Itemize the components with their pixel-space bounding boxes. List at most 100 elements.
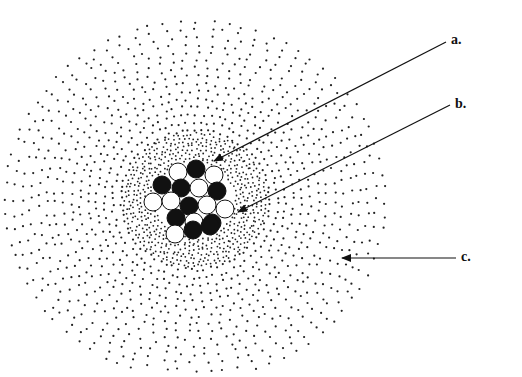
electron-dot — [161, 23, 163, 25]
electron-dot — [325, 136, 327, 138]
electron-dot — [232, 142, 234, 144]
electron-dot — [345, 263, 347, 265]
electron-dot — [108, 95, 110, 97]
electron-dot — [340, 216, 342, 218]
electron-dot — [175, 155, 177, 157]
electron-dot — [168, 93, 170, 95]
electron-dot — [15, 254, 17, 256]
electron-dot — [85, 83, 87, 85]
electron-dot — [168, 248, 170, 250]
electron-dot — [199, 337, 201, 339]
electron-dot — [219, 138, 221, 140]
electron-dot — [227, 150, 229, 152]
electron-dot — [202, 243, 204, 245]
electron-dot — [148, 163, 150, 165]
electron-dot — [112, 286, 114, 288]
electron-dot — [258, 179, 260, 181]
electron-dot — [246, 165, 248, 167]
electron-dot — [99, 177, 101, 179]
electron-dot — [136, 78, 138, 80]
electron-dot — [166, 243, 168, 245]
electron-dot — [357, 201, 359, 203]
electron-dot — [196, 371, 198, 373]
electron-dot — [254, 283, 256, 285]
electron-dot — [58, 143, 60, 145]
electron-dot — [268, 250, 270, 252]
electron-dot — [166, 264, 168, 266]
leader-arrow — [342, 257, 456, 258]
electron-dot — [253, 133, 255, 135]
electron-dot — [57, 268, 59, 270]
electron-dot — [57, 299, 59, 301]
electron-dot — [235, 171, 237, 173]
electron-dot — [246, 58, 248, 60]
electron-dot — [99, 258, 101, 260]
electron-dot — [185, 267, 187, 269]
electron-dot — [90, 170, 92, 172]
electron-dot — [336, 290, 338, 292]
electron-dot — [254, 231, 256, 233]
electron-dot — [65, 171, 67, 173]
electron-dot — [84, 118, 86, 120]
electron-dot — [196, 270, 198, 272]
electron-dot — [346, 236, 348, 238]
electron-dot — [190, 317, 192, 319]
electron-dot — [151, 241, 153, 243]
electron-dot — [190, 105, 192, 107]
electron-dot — [38, 129, 40, 131]
electron-dot — [49, 270, 51, 272]
electron-dot — [238, 235, 240, 237]
electron-dot — [144, 321, 146, 323]
electron-dot — [198, 316, 200, 318]
electron-dot — [253, 39, 255, 41]
electron-dot — [287, 265, 289, 267]
electron-dot — [244, 242, 246, 244]
electron-dot — [260, 209, 262, 211]
electron-dot — [245, 174, 247, 176]
electron-dot — [192, 244, 194, 246]
electron-dot — [157, 47, 159, 49]
electron-dot — [75, 148, 77, 150]
electron-dot — [260, 151, 262, 153]
electron-dot — [119, 259, 121, 261]
electron-dot — [276, 288, 278, 290]
electron-dot — [113, 146, 115, 148]
electron-dot — [150, 246, 152, 248]
electron-dot — [124, 76, 126, 78]
electron-dot — [107, 39, 109, 41]
electron-dot — [131, 137, 133, 139]
electron-dot — [138, 208, 140, 210]
electron-dot — [308, 153, 310, 155]
electron-dot — [247, 178, 249, 180]
electron-dot — [135, 123, 137, 125]
electron-dot — [348, 126, 350, 128]
electron-dot — [84, 304, 86, 306]
electron-dot — [147, 355, 149, 357]
electron-dot — [265, 204, 267, 206]
electron-dot — [93, 58, 95, 60]
electron-dot — [194, 114, 196, 116]
electron-dot — [187, 266, 189, 268]
electron-dot — [216, 144, 218, 146]
electron-dot — [239, 149, 241, 151]
electron-dot — [185, 36, 187, 38]
electron-dot — [258, 188, 260, 190]
electron-dot — [188, 262, 190, 264]
electron-dot — [156, 138, 158, 140]
electron-dot — [90, 264, 92, 266]
electron-dot — [149, 99, 151, 101]
electron-dot — [167, 169, 169, 171]
electron-dot — [12, 200, 14, 202]
electron-dot — [311, 161, 313, 163]
electron-dot — [140, 258, 142, 260]
electron-dot — [10, 153, 12, 155]
electron-dot — [156, 168, 158, 170]
electron-dot — [263, 240, 265, 242]
electron-dot — [137, 218, 139, 220]
electron-dot — [214, 20, 216, 22]
electron-dot — [41, 169, 43, 171]
electron-dot — [120, 116, 122, 118]
electron-dot — [125, 113, 127, 115]
electron-dot — [238, 58, 240, 60]
electron-dot — [278, 56, 280, 58]
